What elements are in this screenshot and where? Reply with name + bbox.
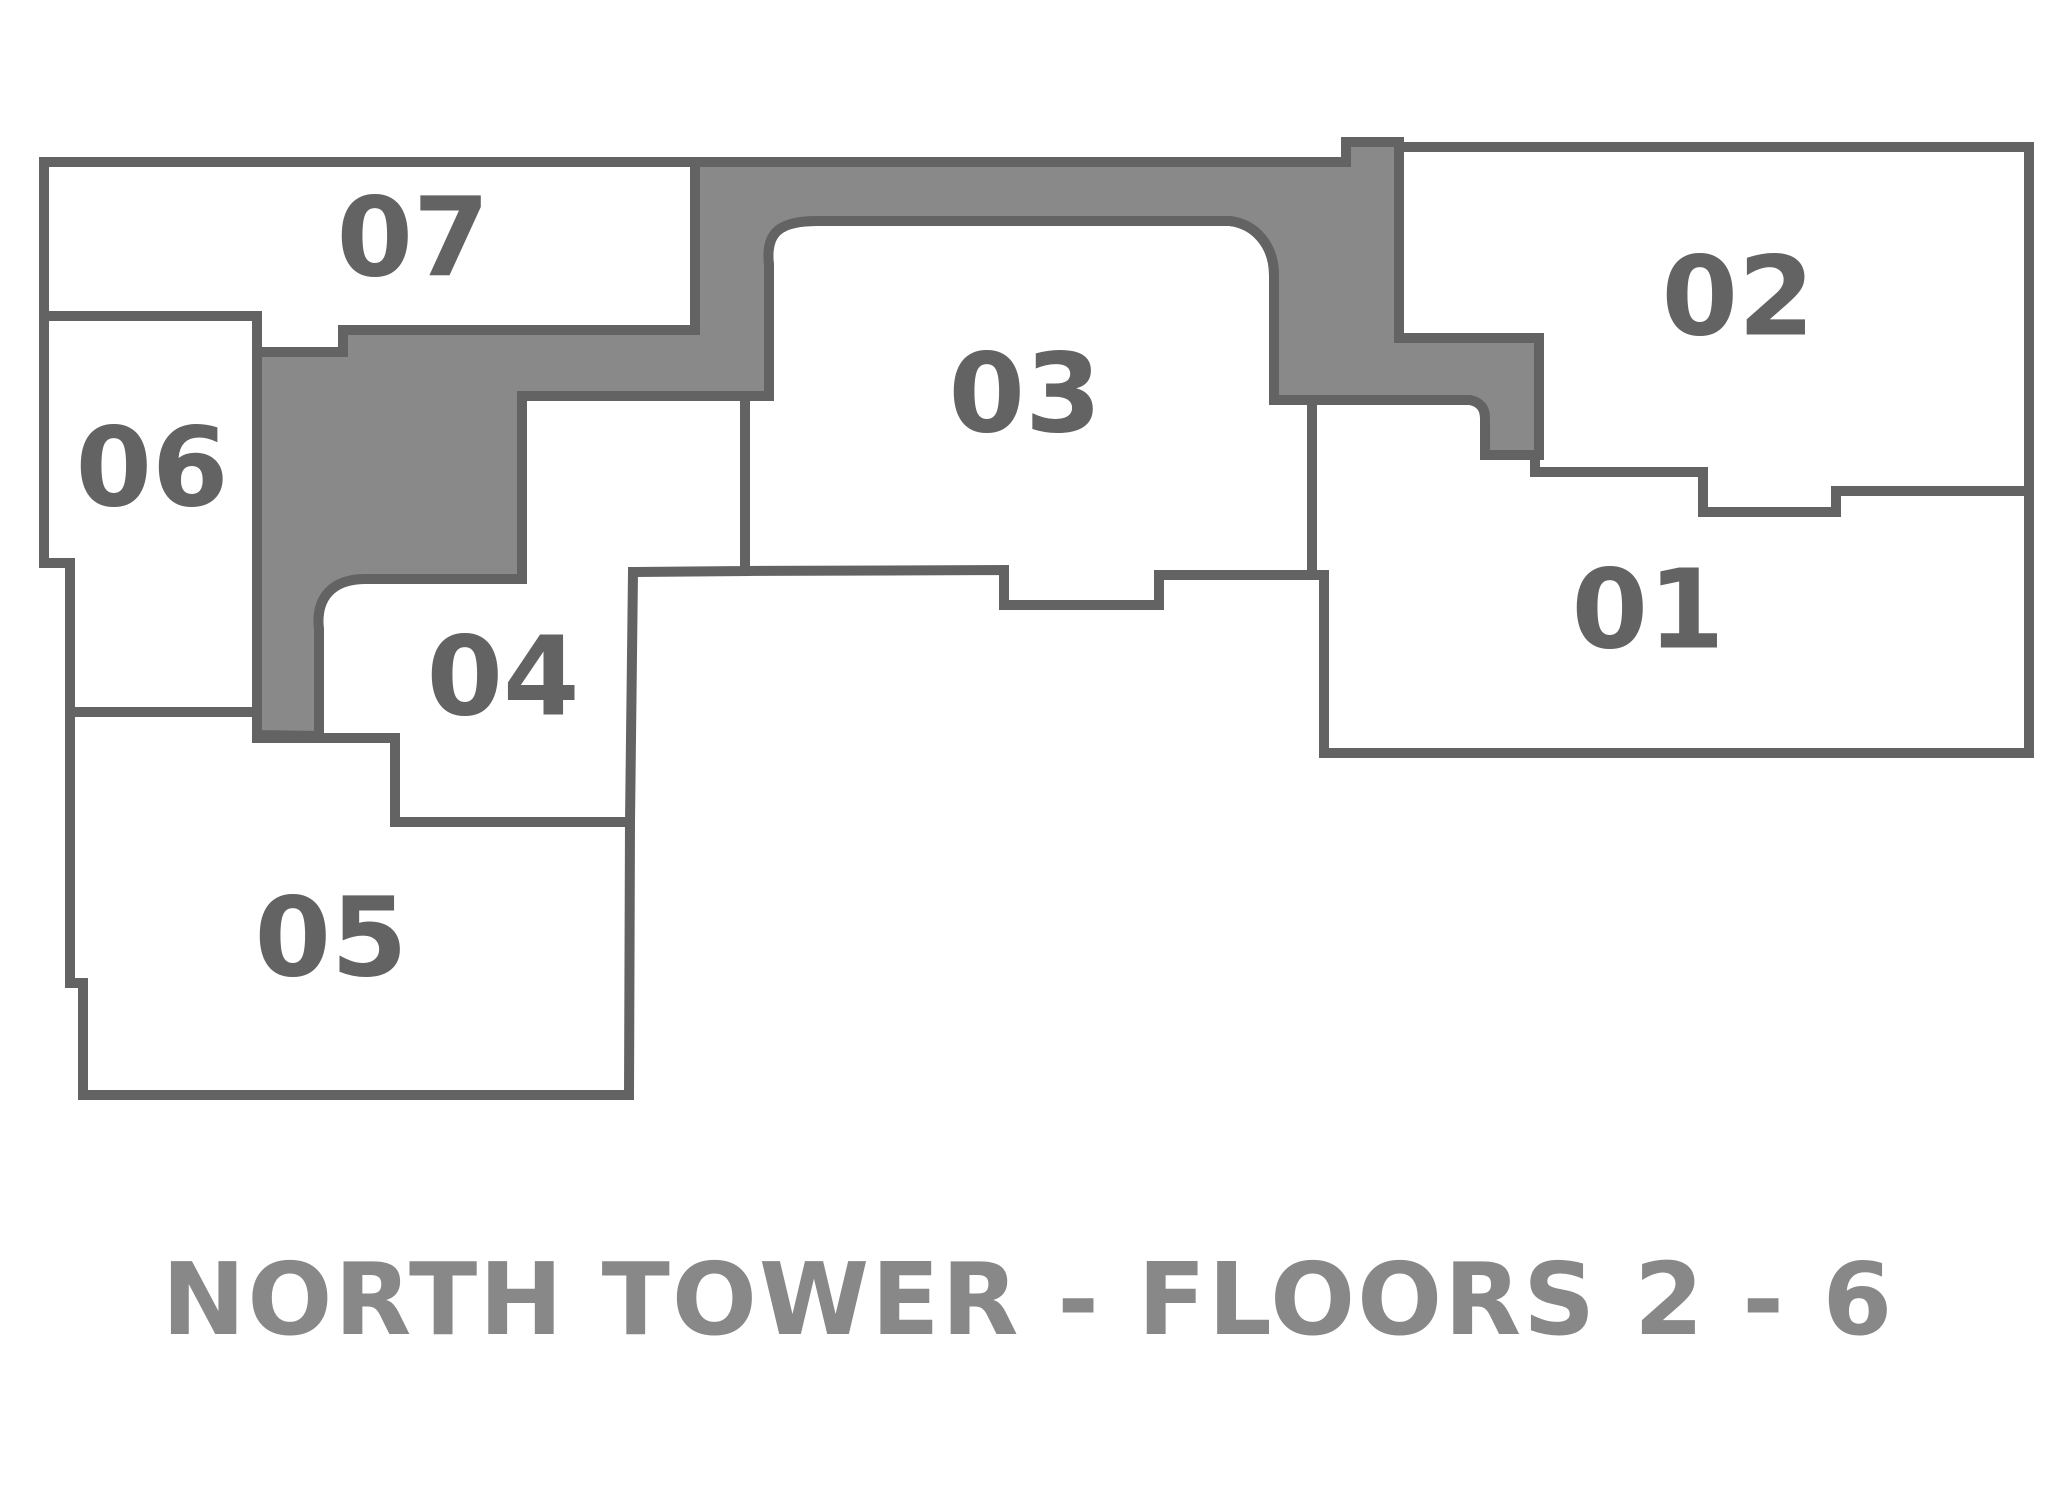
- unit-01-label: 01: [1571, 545, 1724, 673]
- unit-02-label: 02: [1661, 232, 1814, 360]
- unit-04-label: 04: [426, 612, 579, 740]
- corridor: [252, 137, 1544, 742]
- unit-06-label: 06: [75, 403, 228, 531]
- plan-title: NORTH TOWER - FLOORS 2 - 6: [161, 1241, 1895, 1358]
- unit-07-label: 07: [336, 173, 489, 301]
- unit-05-label: 05: [254, 873, 407, 1001]
- unit-03-label: 03: [948, 329, 1101, 457]
